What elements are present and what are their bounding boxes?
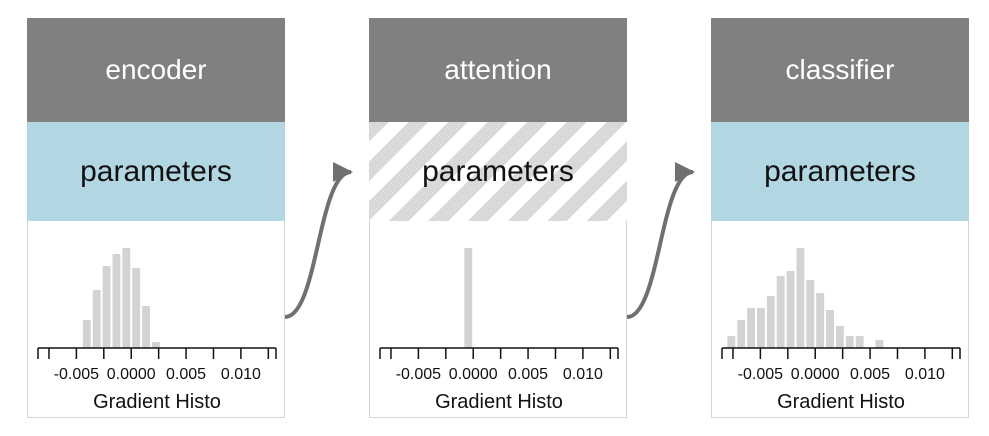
x-tick-label: -0.005 xyxy=(54,366,99,383)
arrow-encoder-to-attention xyxy=(284,162,353,319)
histogram-bar xyxy=(464,248,473,348)
frozen-parameters-box: parameters xyxy=(369,122,627,221)
x-tick-label: 0.005 xyxy=(166,366,206,383)
module-encoder: encoder parameters -0.005 0.0000 0.005 0.01… xyxy=(27,18,285,418)
parameters-box: parameters xyxy=(27,122,285,221)
parameters-label: parameters xyxy=(764,154,916,188)
module-attention: attention parameters -0.005 0.0000 0.005 0.… xyxy=(369,18,627,418)
x-axis-label: Gradient Histo xyxy=(777,391,905,413)
histogram-bar xyxy=(826,310,834,348)
histogram-bar xyxy=(122,248,131,348)
histogram-bar xyxy=(855,336,864,348)
histogram-bar xyxy=(845,336,854,348)
module-title: attention xyxy=(369,18,627,122)
histogram-bar xyxy=(747,308,755,348)
histogram-bar xyxy=(766,296,775,348)
parameters-box: parameters xyxy=(711,122,969,221)
histogram-bar xyxy=(816,293,825,348)
module-classifier: classifier parameters -0.005 0.0000 0.005 0… xyxy=(711,18,969,418)
histogram-bar xyxy=(727,336,736,348)
histogram-bar xyxy=(737,320,746,348)
x-tick-label: 0.005 xyxy=(508,366,548,383)
histogram-bar xyxy=(112,254,121,348)
histogram-bar xyxy=(776,276,785,348)
histogram-bar xyxy=(132,268,141,348)
histogram-bar xyxy=(786,271,795,348)
x-axis-label: Gradient Histo xyxy=(435,391,563,413)
x-tick-label: 0.010 xyxy=(905,366,945,383)
x-tick-label: -0.005 xyxy=(396,366,441,383)
x-tick-label: 0.010 xyxy=(221,366,261,383)
x-tick-label: 0.0000 xyxy=(791,366,840,383)
x-tick-label: 0.010 xyxy=(563,366,603,383)
histogram-bar xyxy=(82,320,91,348)
histogram-bar xyxy=(806,280,815,348)
histogram-bar xyxy=(102,266,111,348)
histogram-bar xyxy=(796,248,805,348)
x-tick-label: 0.005 xyxy=(850,366,890,383)
module-title: classifier xyxy=(711,18,969,122)
histogram-bar xyxy=(92,290,101,348)
x-tick-label: 0.0000 xyxy=(449,366,498,383)
parameters-label: parameters xyxy=(422,154,574,188)
x-axis-label: Gradient Histo xyxy=(93,391,221,413)
module-title: encoder xyxy=(27,18,285,122)
histogram-bar xyxy=(142,306,150,348)
histogram-bar xyxy=(835,326,844,348)
parameters-label: parameters xyxy=(80,154,232,188)
histogram-bar xyxy=(757,308,765,348)
histogram-bar xyxy=(151,342,160,348)
arrow-attention-to-classifier xyxy=(626,162,695,319)
x-tick-label: 0.0000 xyxy=(107,366,156,383)
histogram-bar xyxy=(875,340,884,348)
x-tick-label: -0.005 xyxy=(738,366,783,383)
